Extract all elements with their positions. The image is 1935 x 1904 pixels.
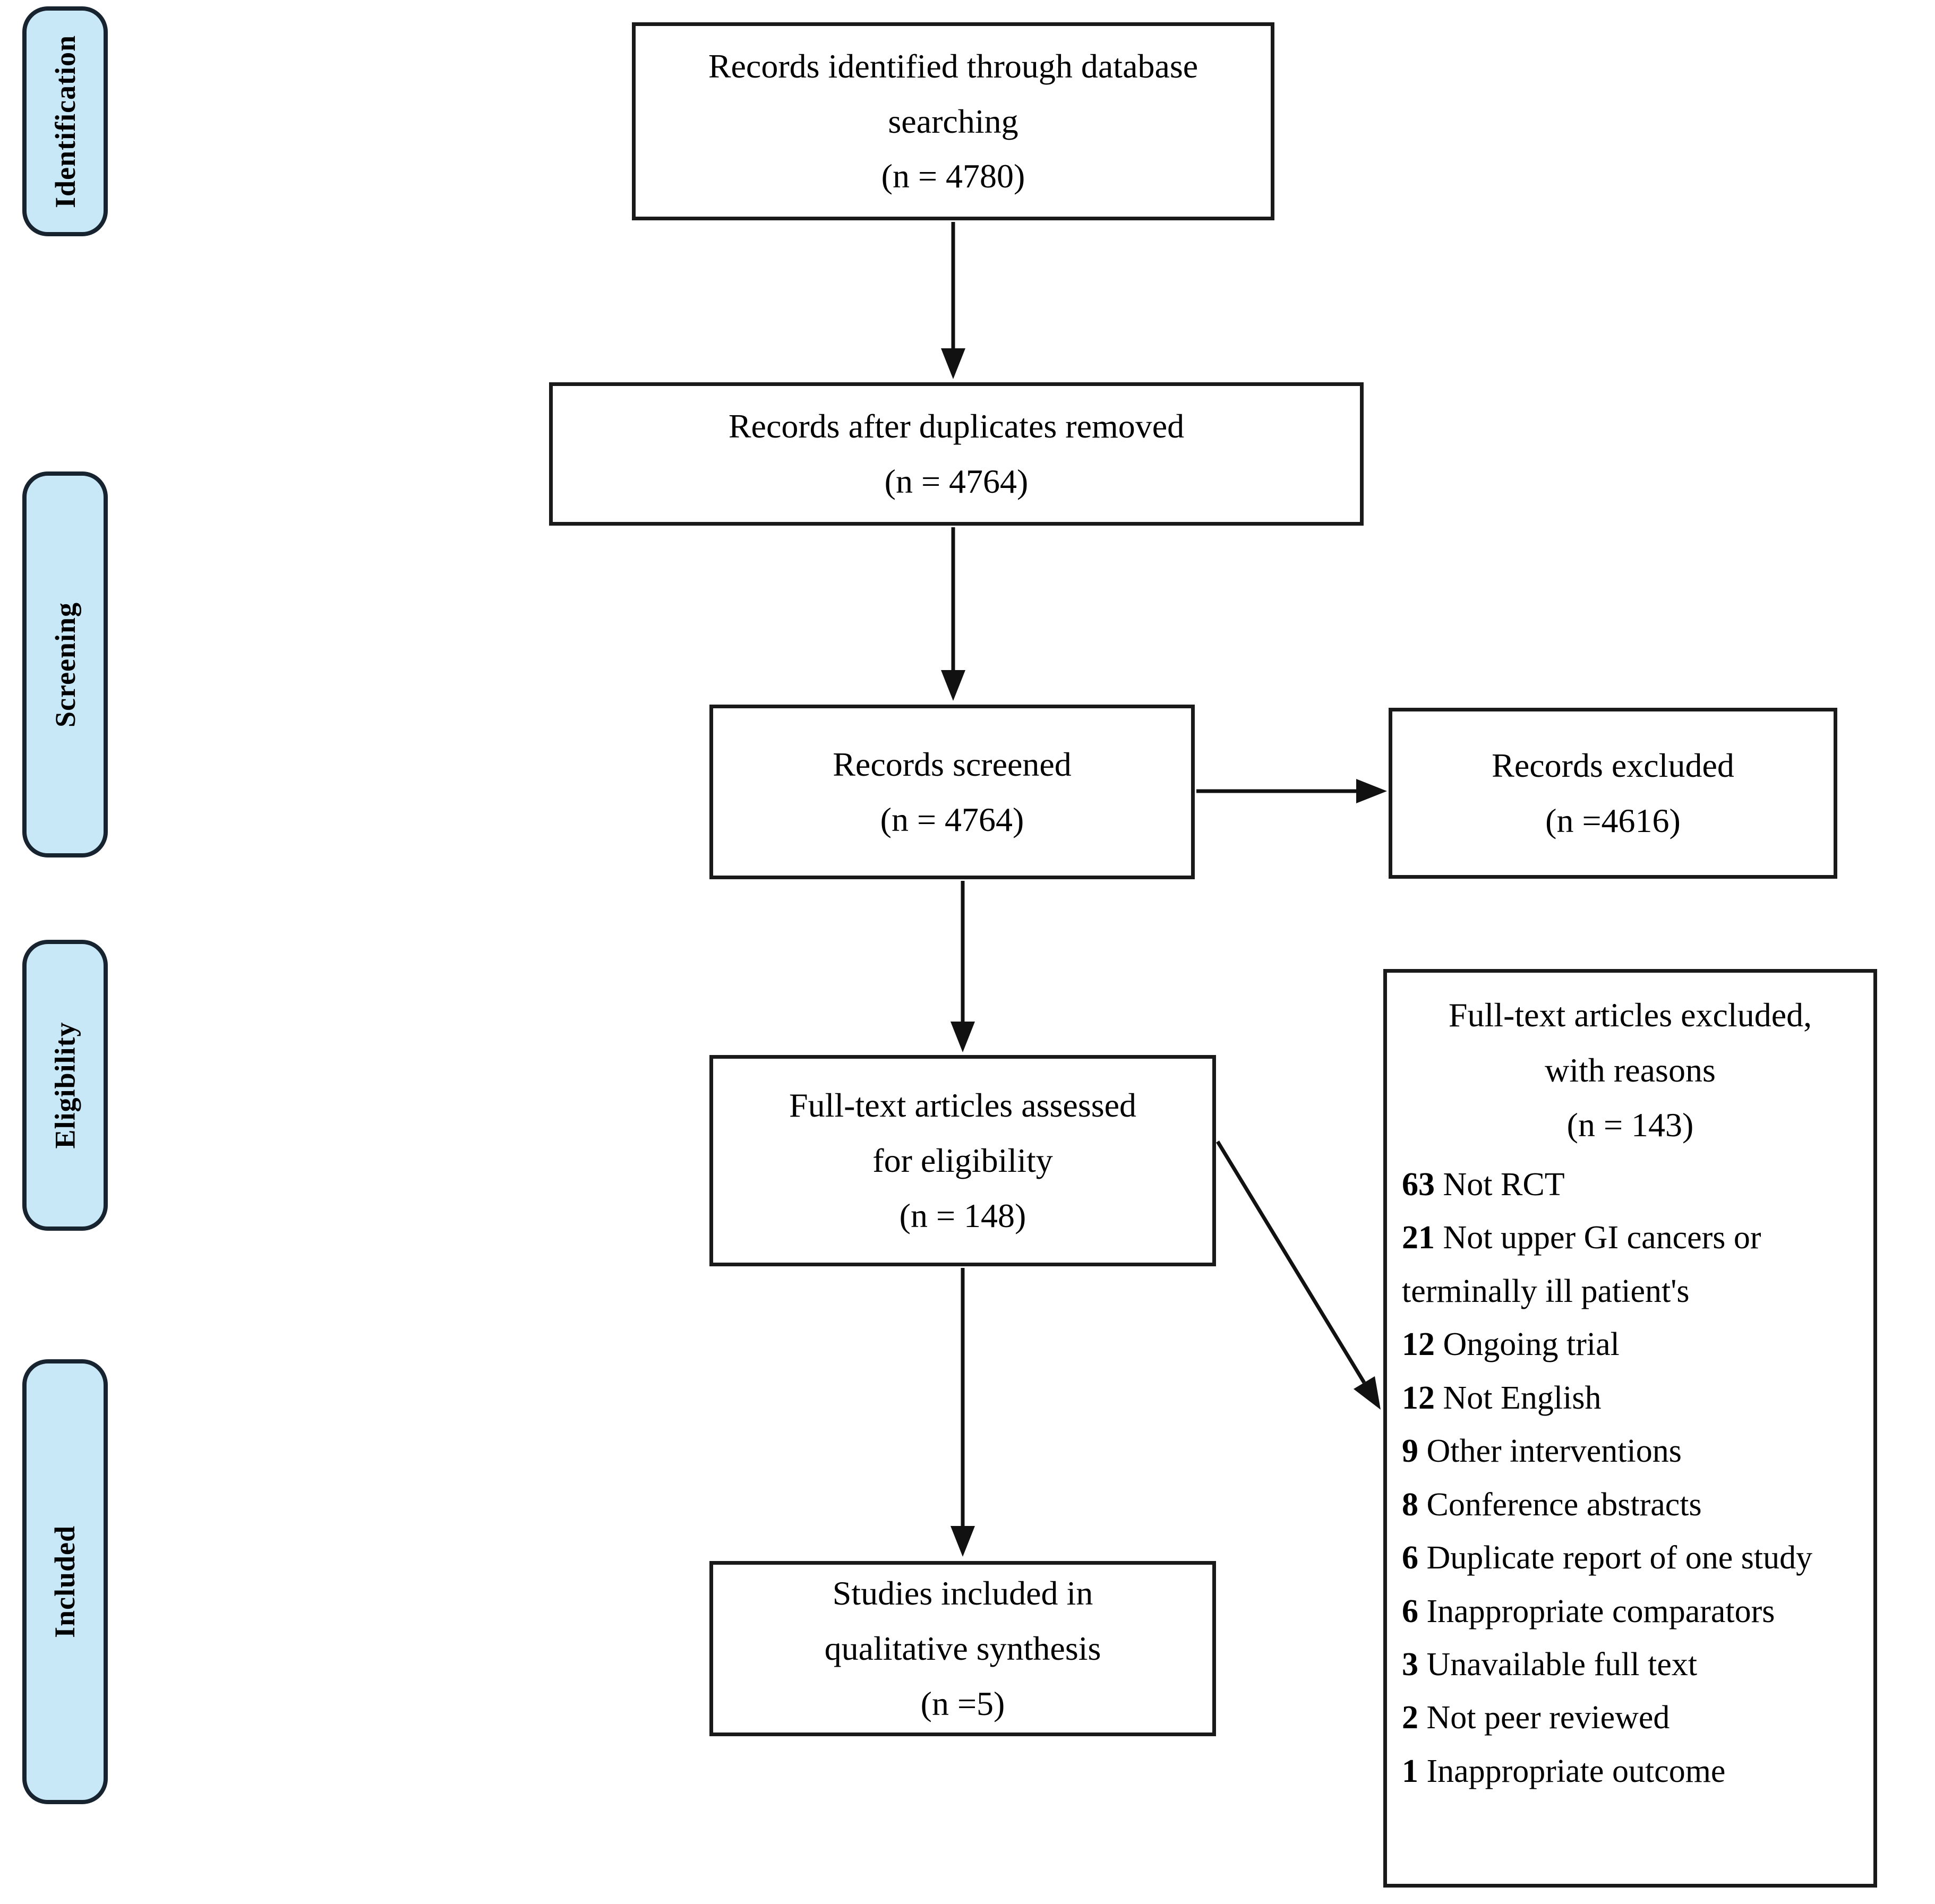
arrow-identified-to-dedup bbox=[941, 222, 965, 379]
reason-text: Not English bbox=[1443, 1379, 1602, 1416]
stage-eligibility: Eligibility bbox=[22, 940, 108, 1231]
reason-count: 12 bbox=[1402, 1326, 1435, 1363]
box-line: Studies included in bbox=[832, 1574, 1093, 1613]
reason-text: Unavailable full text bbox=[1426, 1646, 1698, 1683]
exclusion-reason-item: 3 Unavailable full text bbox=[1402, 1638, 1859, 1691]
reason-text: Not RCT bbox=[1443, 1167, 1565, 1203]
box-line: qualitative synthesis bbox=[824, 1629, 1101, 1668]
box-line: for eligibility bbox=[872, 1142, 1053, 1180]
reason-count: 9 bbox=[1402, 1433, 1418, 1470]
reason-count: 6 bbox=[1402, 1593, 1418, 1629]
reason-text: Duplicate report of one study bbox=[1426, 1540, 1813, 1576]
box-studies-included: Studies included in qualitative synthesi… bbox=[709, 1561, 1216, 1736]
stage-included: Included bbox=[22, 1359, 108, 1804]
box-line: Records identified through database bbox=[708, 47, 1198, 85]
box-records-excluded: Records excluded (n =4616) bbox=[1389, 708, 1837, 879]
box-line: Records excluded bbox=[1492, 747, 1734, 785]
box-line: Full-text articles assessed bbox=[789, 1086, 1137, 1125]
exclusion-reason-item: 6 Duplicate report of one study bbox=[1402, 1531, 1859, 1584]
box-duplicates-removed: Records after duplicates removed (n = 47… bbox=[549, 382, 1364, 526]
stage-eligibility-label: Eligibility bbox=[49, 1022, 81, 1149]
reason-text: Not peer reviewed bbox=[1426, 1700, 1670, 1736]
arrow-fulltext-to-included bbox=[951, 1268, 975, 1557]
box-fulltext-excluded-reasons: Full-text articles excluded, with reason… bbox=[1383, 969, 1877, 1888]
box-count: (n =4616) bbox=[1545, 802, 1681, 839]
exclusion-reason-item: 12 Ongoing trial bbox=[1402, 1318, 1859, 1371]
reason-count: 1 bbox=[1402, 1753, 1418, 1789]
arrow-dedup-to-screened bbox=[941, 527, 965, 701]
stage-identification-label: Identification bbox=[49, 35, 81, 208]
reason-text: Other interventions bbox=[1426, 1433, 1682, 1470]
reason-text: Conference abstracts bbox=[1426, 1486, 1702, 1523]
reason-count: 8 bbox=[1402, 1486, 1418, 1523]
reason-count: 12 bbox=[1402, 1379, 1435, 1416]
box-fulltext-assessed: Full-text articles assessed for eligibil… bbox=[709, 1055, 1216, 1266]
box-line: Records after duplicates removed bbox=[728, 407, 1185, 445]
box-count: (n = 4780) bbox=[881, 157, 1025, 195]
box-line: searching bbox=[888, 102, 1018, 140]
exclusion-reason-item: 6 Inappropriate comparators bbox=[1402, 1585, 1859, 1638]
arrow-fulltext-to-reasons bbox=[1216, 1140, 1381, 1410]
reasons-header-line: Full-text articles excluded, bbox=[1448, 996, 1812, 1034]
reason-count: 6 bbox=[1402, 1540, 1418, 1576]
stage-identification: Identification bbox=[22, 6, 108, 236]
exclusion-reason-item: 9 Other interventions bbox=[1402, 1425, 1859, 1478]
exclusion-reason-list: 63 Not RCT 21 Not upper GI cancers or te… bbox=[1402, 1158, 1859, 1798]
exclusion-reason-item: 12 Not English bbox=[1402, 1371, 1859, 1425]
exclusion-reason-item: 63 Not RCT bbox=[1402, 1158, 1859, 1211]
reason-text: Inappropriate comparators bbox=[1426, 1593, 1775, 1629]
reason-text: Inappropriate outcome bbox=[1426, 1753, 1726, 1789]
reason-text: Ongoing trial bbox=[1443, 1326, 1620, 1363]
exclusion-reason-item: 2 Not peer reviewed bbox=[1402, 1691, 1859, 1744]
box-count: (n = 4764) bbox=[880, 800, 1024, 838]
stage-included-label: Included bbox=[49, 1525, 81, 1639]
reasons-header-line: with reasons bbox=[1545, 1051, 1716, 1089]
reason-count: 2 bbox=[1402, 1700, 1418, 1736]
box-records-identified: Records identified through database sear… bbox=[632, 22, 1274, 220]
reason-count: 3 bbox=[1402, 1646, 1418, 1683]
box-count: (n =5) bbox=[920, 1684, 1005, 1722]
stage-screening-label: Screening bbox=[49, 602, 81, 727]
box-count: (n = 148) bbox=[899, 1196, 1026, 1234]
reasons-header-count: (n = 143) bbox=[1566, 1106, 1694, 1144]
stage-screening: Screening bbox=[22, 471, 108, 857]
exclusion-reason-item: 8 Conference abstracts bbox=[1402, 1478, 1859, 1531]
box-records-screened: Records screened (n = 4764) bbox=[709, 705, 1195, 879]
exclusion-reason-item: 21 Not upper GI cancers or terminally il… bbox=[1402, 1211, 1859, 1318]
box-count: (n = 4764) bbox=[884, 462, 1029, 500]
arrow-screened-to-excluded bbox=[1196, 779, 1387, 803]
box-line: Records screened bbox=[833, 745, 1072, 783]
reason-text: Not upper GI cancers or terminally ill p… bbox=[1402, 1220, 1761, 1309]
reason-count: 63 bbox=[1402, 1167, 1435, 1203]
exclusion-reason-item: 1 Inappropriate outcome bbox=[1402, 1745, 1859, 1798]
arrow-screened-to-fulltext bbox=[951, 881, 975, 1052]
reason-count: 21 bbox=[1402, 1220, 1435, 1256]
